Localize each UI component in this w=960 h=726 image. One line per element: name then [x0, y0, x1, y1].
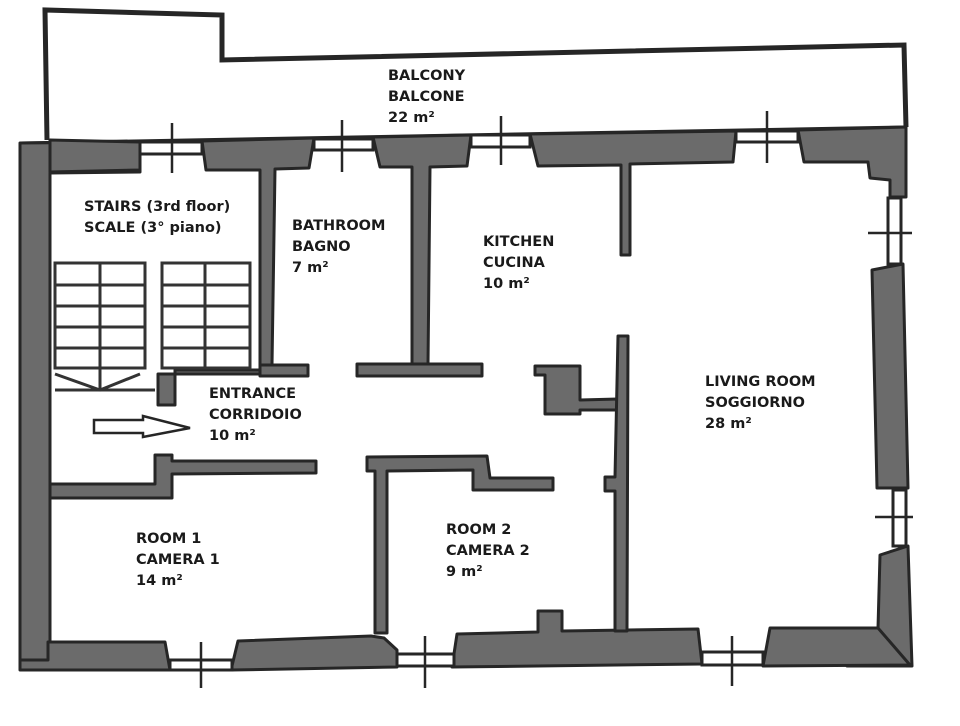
room1-name-it: CAMERA 1 [136, 552, 220, 568]
room2-name-it: CAMERA 2 [446, 543, 530, 559]
label-kitchen: KITCHEN CUCINA 10 m² [483, 232, 554, 295]
label-balcony: BALCONY BALCONE 22 m² [388, 66, 465, 129]
label-entrance: ENTRANCE CORRIDOIO 10 m² [209, 384, 302, 447]
balcony-area: 22 m² [388, 110, 435, 126]
window-top-2 [312, 137, 375, 152]
balcony-name-en: BALCONY [388, 68, 466, 84]
label-living-room: LIVING ROOM SOGGIORNO 28 m² [705, 372, 816, 435]
balcony-name-it: BALCONE [388, 89, 465, 105]
wall-living-divider [603, 334, 630, 633]
wall-top-right-corner [796, 125, 908, 199]
stairs-name-it: SCALE (3° piano) [84, 220, 222, 236]
wall-room2-top [365, 454, 555, 635]
arrow-right-icon [92, 414, 191, 439]
room1-name-en: ROOM 1 [136, 531, 202, 547]
kitchen-area: 10 m² [483, 276, 530, 292]
window-right-1 [886, 196, 903, 266]
bathroom-name-en: BATHROOM [292, 218, 386, 234]
balcony-outline [42, 7, 909, 141]
stairs-drawing [53, 261, 252, 392]
wall-bottom-room2 [450, 609, 704, 669]
bathroom-name-it: BAGNO [292, 239, 351, 255]
living-area: 28 m² [705, 416, 752, 432]
wall-bath-bottom [258, 363, 310, 378]
label-bathroom: BATHROOM BAGNO 7 m² [292, 216, 385, 279]
wall-kitchen-bottom [355, 362, 484, 378]
living-name-en: LIVING ROOM [705, 374, 816, 390]
wall-corridor-room1 [48, 453, 318, 500]
wall-top-kitchen-pier [371, 133, 473, 367]
bathroom-area: 7 m² [292, 260, 329, 276]
label-stairs: STAIRS (3rd floor) SCALE (3° piano) [84, 197, 230, 239]
kitchen-name-en: KITCHEN [483, 234, 555, 250]
wall-top-left-2 [48, 138, 142, 174]
room2-area: 9 m² [446, 564, 483, 580]
entrance-name-it: CORRIDOIO [209, 407, 302, 423]
wall-stair-top [173, 368, 262, 376]
kitchen-name-it: CUCINA [483, 255, 545, 271]
entrance-area: 10 m² [209, 428, 256, 444]
label-room2: ROOM 2 CAMERA 2 9 m² [446, 520, 530, 583]
living-name-it: SOGGIORNO [705, 395, 805, 411]
wall-top-middle [528, 129, 738, 257]
room1-area: 14 m² [136, 573, 183, 589]
wall-bottom-left [18, 640, 172, 672]
wall-right [870, 262, 910, 490]
wall-bottom-room1 [229, 634, 399, 672]
room2-name-en: ROOM 2 [446, 522, 512, 538]
label-room1: ROOM 1 CAMERA 1 14 m² [136, 529, 220, 592]
wall-stair-newel [156, 372, 177, 407]
stairs-name-en: STAIRS (3rd floor) [84, 199, 231, 215]
wall-bottom-living [761, 626, 912, 668]
entrance-name-en: ENTRANCE [209, 386, 296, 402]
wall-chimney [533, 364, 620, 416]
